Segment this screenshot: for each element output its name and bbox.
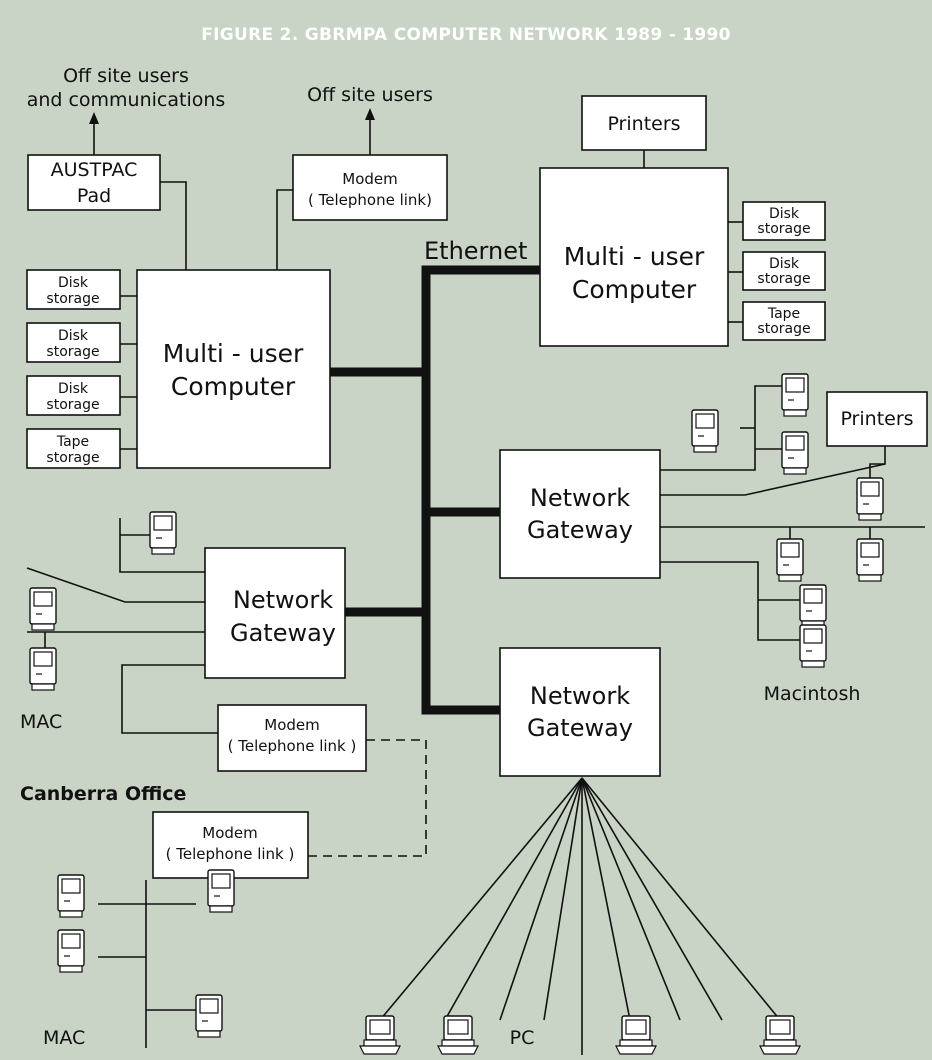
pc-label: PC (510, 1027, 535, 1049)
modem-box-canberra[interactable]: Modem ( Telephone link ) (152, 811, 309, 879)
svg-text:Printers: Printers (840, 408, 913, 430)
svg-text:Modem: Modem (264, 716, 319, 734)
mac-icon (195, 994, 223, 1038)
lg-diagonal (26, 567, 205, 603)
mac-icon (781, 373, 809, 417)
disk-storage-right-2[interactable]: Disk storage (742, 251, 826, 291)
svg-text:Printers: Printers (607, 113, 680, 135)
printers-box-right[interactable]: Printers (826, 391, 928, 447)
austpac-line1: AUSTPAC (51, 159, 138, 181)
pc-icon (615, 1015, 657, 1055)
figure-title: FIGURE 2. GBRMPA COMPUTER NETWORK 1989 -… (201, 25, 731, 45)
pc-icon (759, 1015, 801, 1055)
network-gateway-right[interactable]: Network Gateway (499, 449, 661, 579)
canberra-office-label: Canberra Office (20, 783, 186, 805)
network-gateway-left[interactable]: Network Gateway (204, 547, 346, 679)
rg-mac-lower (660, 561, 800, 641)
svg-text:Tape: Tape (767, 306, 800, 322)
svg-text:storage: storage (757, 271, 810, 287)
modem-top-line1: Modem (342, 170, 397, 188)
modem-top-line2: ( Telephone link) (308, 191, 432, 209)
svg-text:storage: storage (757, 221, 810, 237)
austpac-line2: Pad (77, 185, 111, 207)
mac-icon (149, 511, 177, 555)
mac-icon (856, 538, 884, 582)
printers-box-top[interactable]: Printers (581, 95, 707, 151)
mac-icon (57, 874, 85, 918)
svg-text:Disk: Disk (58, 275, 89, 291)
svg-text:Multi - user: Multi - user (564, 242, 705, 271)
offsite-comms-line1: Off site users (63, 65, 189, 87)
modem-box-top[interactable]: Modem ( Telephone link) (292, 154, 448, 221)
mac-left-label: MAC (20, 711, 62, 733)
mac-icon (29, 647, 57, 691)
austpac-arrow-head (89, 112, 99, 124)
modem-top-link (276, 189, 293, 270)
mac-icon (799, 624, 827, 668)
network-gateway-bottom[interactable]: Network Gateway (499, 647, 661, 777)
disk-storage-left-1[interactable]: Disk storage (26, 269, 121, 310)
austpac-link (160, 181, 187, 270)
pc-fanout (379, 777, 781, 1055)
mac-icon (57, 929, 85, 973)
mac-icon (799, 584, 827, 628)
svg-text:storage: storage (46, 291, 99, 307)
disk-storage-right-1[interactable]: Disk storage (742, 201, 826, 241)
offsite-comms-line2: and communications (27, 89, 226, 111)
ethernet-backbone (325, 265, 545, 715)
ethernet-label: Ethernet (424, 237, 527, 265)
rg-mac-printer-drop (869, 463, 885, 478)
connection-lines (26, 150, 925, 1055)
rg-printers-line (660, 446, 886, 496)
svg-text:Computer: Computer (171, 372, 296, 401)
svg-text:storage: storage (46, 344, 99, 360)
pc-icon (437, 1015, 479, 1055)
mac-icon (781, 431, 809, 475)
multi-user-computer-left[interactable]: Multi - user Computer (136, 269, 331, 469)
svg-text:Gateway: Gateway (230, 619, 336, 647)
svg-text:( Telephone link ): ( Telephone link ) (166, 845, 295, 863)
svg-text:storage: storage (46, 450, 99, 466)
disk-storage-left-3[interactable]: Disk storage (26, 375, 121, 416)
svg-text:storage: storage (46, 397, 99, 413)
modem-arrow-head (365, 108, 375, 120)
pc-icon (359, 1015, 401, 1055)
svg-text:Modem: Modem (202, 824, 257, 842)
svg-text:Disk: Disk (769, 206, 800, 222)
austpac-pad-box[interactable]: AUSTPAC Pad (27, 154, 161, 211)
svg-text:( Telephone link ): ( Telephone link ) (228, 737, 357, 755)
svg-text:Multi - user: Multi - user (163, 339, 304, 368)
svg-text:Gateway: Gateway (527, 714, 633, 742)
svg-text:Disk: Disk (58, 381, 89, 397)
lg-mac-top (119, 518, 205, 573)
offsite-users-label: Off site users (307, 84, 433, 106)
tape-storage-right[interactable]: Tape storage (742, 301, 826, 341)
lg-modem-link (121, 664, 218, 734)
offsite-users-comms-label: Off site users and communications (27, 65, 226, 111)
mac-icon (207, 869, 235, 913)
svg-text:Disk: Disk (769, 256, 800, 272)
disk-storage-left-2[interactable]: Disk storage (26, 322, 121, 363)
multi-user-computer-right[interactable]: Multi - user Computer (539, 167, 729, 347)
mac-icon (29, 587, 57, 631)
modem-box-middle[interactable]: Modem ( Telephone link ) (217, 704, 367, 772)
svg-text:Computer: Computer (572, 275, 697, 304)
svg-text:Disk: Disk (58, 328, 89, 344)
rg-mac-branch (660, 385, 782, 471)
svg-text:Network: Network (530, 484, 630, 512)
mac-icon (776, 538, 804, 582)
svg-text:Tape: Tape (56, 434, 89, 450)
macintosh-label: Macintosh (764, 683, 861, 705)
tape-storage-left[interactable]: Tape storage (26, 428, 121, 469)
svg-text:Network: Network (530, 682, 630, 710)
svg-text:Gateway: Gateway (527, 516, 633, 544)
svg-text:storage: storage (757, 321, 810, 337)
mac-canberra-label: MAC (43, 1027, 85, 1049)
mac-icon (691, 409, 719, 453)
svg-text:Network: Network (233, 586, 333, 614)
telephone-dashed-link (308, 739, 427, 857)
mac-icon (856, 477, 884, 521)
